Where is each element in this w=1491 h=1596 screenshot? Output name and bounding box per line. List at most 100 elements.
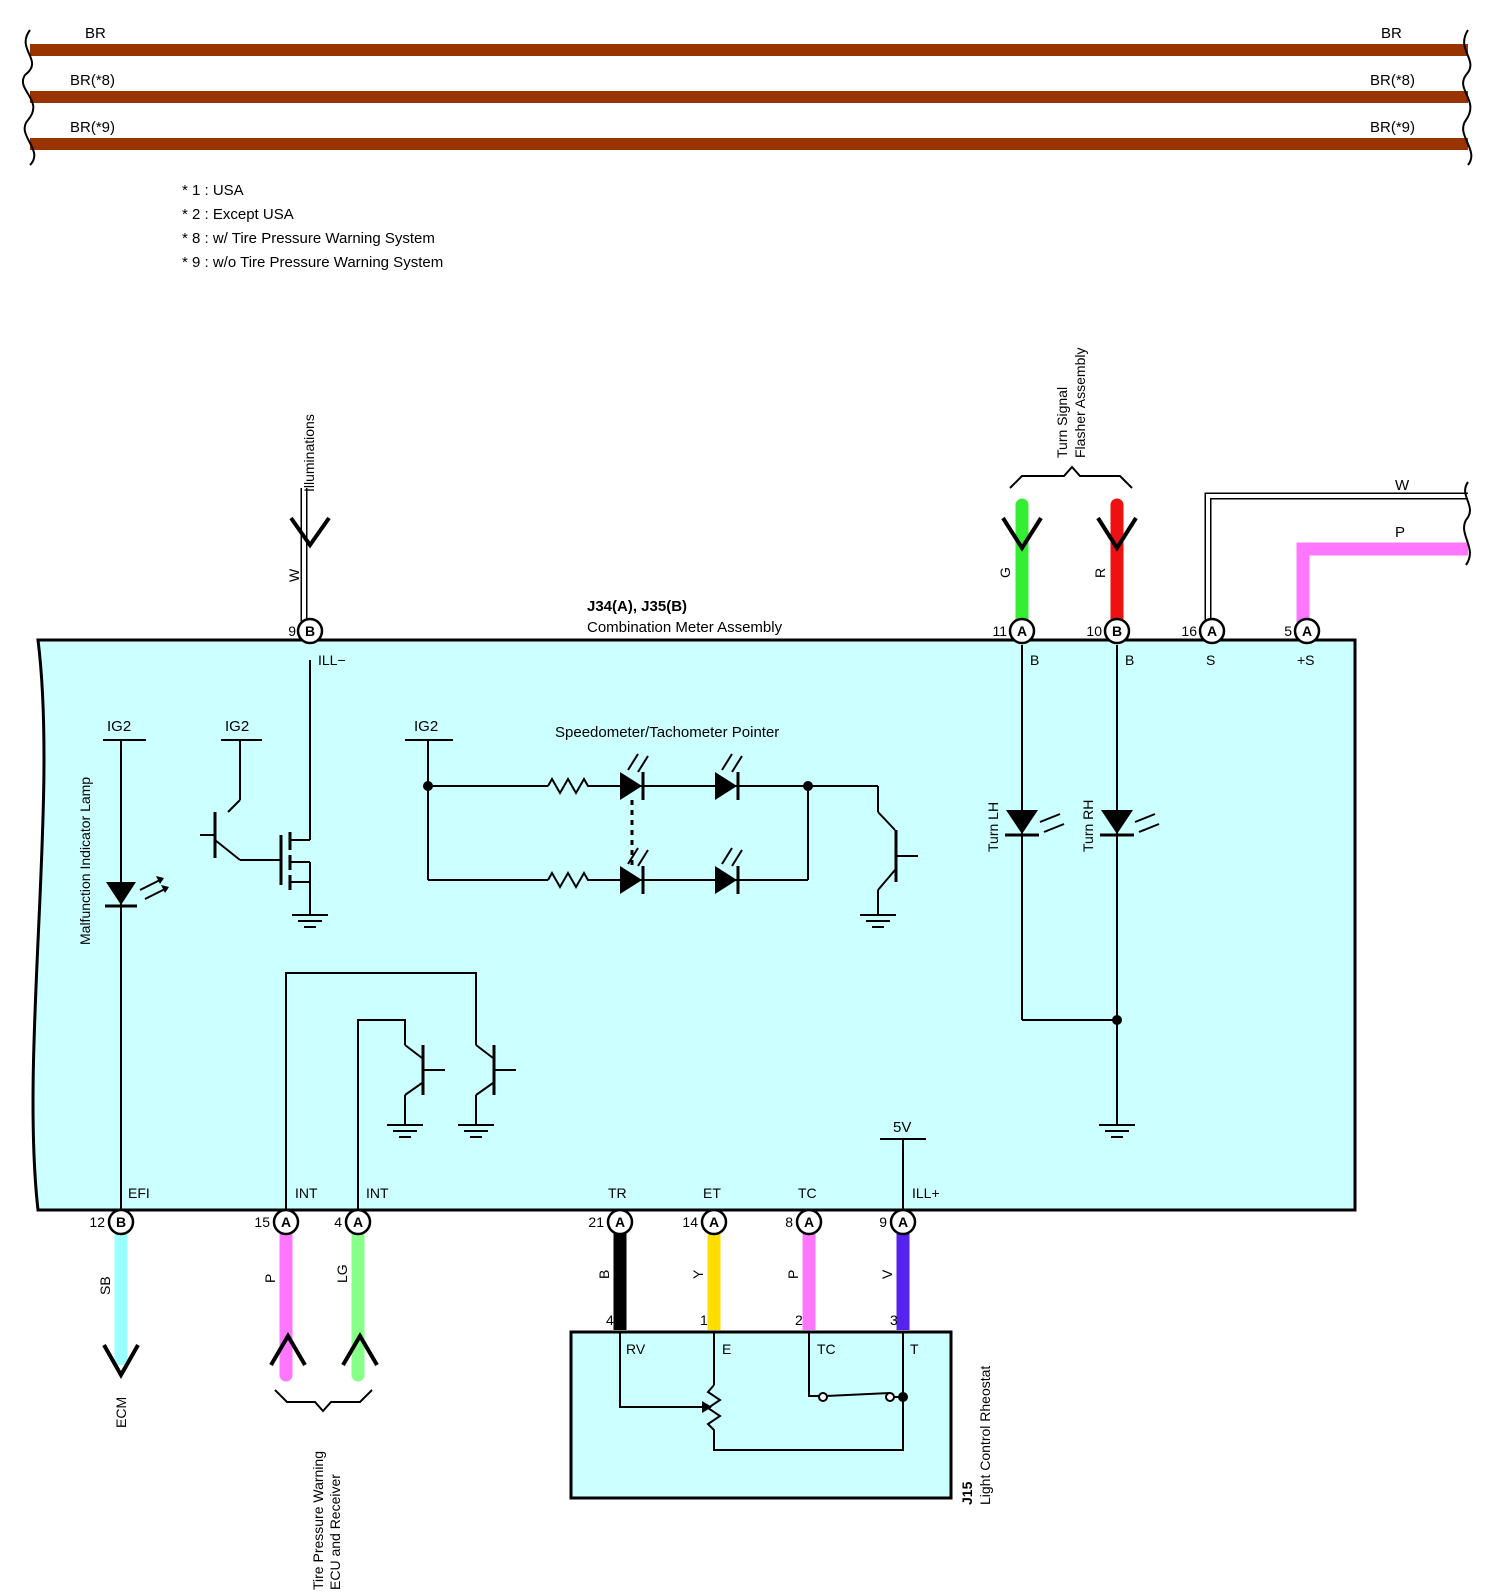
dest-tpws-2: ECU and Receiver <box>327 1474 343 1590</box>
bottom-pin-tr: A 21 TR <box>588 1185 634 1236</box>
illuminations-arrow-icon <box>289 516 331 549</box>
pin-number: 4 <box>334 1214 342 1230</box>
pin-number: 10 <box>1086 623 1102 639</box>
pin-number: 11 <box>992 623 1007 639</box>
dest-tpws-1: Tire Pressure Warning <box>310 1451 326 1590</box>
pointer-led-3-icon <box>620 847 649 894</box>
dest-turn-signal-1: Turn Signal <box>1054 387 1070 458</box>
pin-conn: B <box>1112 623 1122 639</box>
pin-term: B <box>1030 652 1039 668</box>
combination-meter-body <box>31 638 1357 1212</box>
turn-lh-label: Turn LH <box>985 802 1001 852</box>
turn-rh-label: Turn RH <box>1080 800 1096 852</box>
wire-break-right <box>1463 481 1471 566</box>
rheostat-name: Light Control Rheostat <box>977 1366 993 1505</box>
wire-color-w-s: W <box>1395 477 1410 494</box>
turn-rh-led-icon <box>1100 810 1160 837</box>
pin-term: S <box>1206 652 1215 668</box>
ig2-label-mil: IG2 <box>107 718 131 735</box>
wire-color-v: V <box>879 1269 895 1279</box>
wire-color-p-tc: P <box>785 1270 801 1279</box>
pin-conn: A <box>1207 623 1217 639</box>
turn-signal-brace <box>1009 465 1133 489</box>
pin-conn: A <box>1017 623 1027 639</box>
pin-conn: A <box>353 1214 363 1230</box>
wire-color-w-top: W <box>286 568 302 582</box>
pin-conn: A <box>709 1214 719 1230</box>
bottom-pin-tc: A 8 TC <box>785 1185 823 1236</box>
top-pin-s: A 16 S <box>1181 617 1226 668</box>
dest-ecm: ECM <box>113 1397 129 1428</box>
bottom-pin-int-p: A 15 INT <box>254 1185 318 1236</box>
harness-label-right-2: BR(*8) <box>1370 72 1415 89</box>
pin-conn: A <box>281 1214 291 1230</box>
top-pin-ill-minus: B 9 ILL− <box>288 617 346 668</box>
wire-color-r: R <box>1092 568 1108 578</box>
harness-break-right <box>1462 29 1473 166</box>
rheostat-term-t: T <box>910 1341 919 1357</box>
pin-conn: A <box>804 1214 814 1230</box>
dest-turn-signal-2: Flasher Assembly <box>1072 348 1088 458</box>
pin-number: 9 <box>288 623 296 639</box>
rheostat-pin-1: 1 <box>700 1312 708 1328</box>
pin-term: +S <box>1297 652 1315 668</box>
note-8: * 8 : w/ Tire Pressure Warning System <box>182 230 435 247</box>
wire-color-p-s: P <box>1395 524 1405 541</box>
pin-number: 5 <box>1284 623 1292 639</box>
pin-number: 16 <box>1181 623 1197 639</box>
pin-term: B <box>1125 652 1134 668</box>
rheostat-pin-2: 2 <box>795 1312 803 1328</box>
rheostat-term-tc: TC <box>817 1341 836 1357</box>
meter-connector-id: J34(A), J35(B) <box>587 598 687 615</box>
pin-conn: A <box>898 1214 908 1230</box>
wire-color-g: G <box>997 567 1013 578</box>
top-pin-plus-s: A 5 +S <box>1284 617 1321 668</box>
pointer-led-1-icon <box>620 753 649 800</box>
pin-term: ILL− <box>318 652 346 668</box>
rheostat-id: J15 <box>959 1481 975 1505</box>
five-v-label: 5V <box>893 1119 911 1136</box>
ig2-label-ill: IG2 <box>225 718 249 735</box>
pointer-label: Speedometer/Tachometer Pointer <box>555 724 779 741</box>
rheostat-term-rv: RV <box>626 1341 646 1357</box>
pin-number: 21 <box>588 1214 604 1230</box>
wire-color-sb: SB <box>97 1276 113 1295</box>
turn-lh-led-icon <box>1005 810 1065 837</box>
tpws-arrow-2-icon <box>341 1332 379 1367</box>
harness-wires: BR BR(*8) BR(*9) BR BR(*8) BR(*9) <box>22 25 1473 166</box>
wire-color-lg: LG <box>334 1264 350 1283</box>
pin-term: TC <box>798 1185 817 1201</box>
wire-color-y: Y <box>690 1269 706 1279</box>
pin-number: 8 <box>785 1214 793 1230</box>
note-1: * 1 : USA <box>182 182 244 199</box>
pin-number: 9 <box>879 1214 887 1230</box>
pin-term: EFI <box>128 1185 150 1201</box>
rheostat-body <box>569 1330 953 1500</box>
harness-break-left <box>22 29 36 166</box>
wire-color-b: B <box>596 1270 612 1279</box>
mil-label: Malfunction Indicator Lamp <box>77 777 93 945</box>
internal-circuit <box>103 645 1118 1212</box>
pointer-led-2-icon <box>715 753 743 800</box>
rheostat-pin-3: 3 <box>890 1312 898 1328</box>
bottom-pin-efi: B 12 EFI <box>89 1185 150 1236</box>
pin-number: 12 <box>89 1214 105 1230</box>
note-9: * 9 : w/o Tire Pressure Warning System <box>182 254 443 271</box>
note-2: * 2 : Except USA <box>182 206 294 223</box>
ecm-arrow-icon <box>102 1344 140 1380</box>
meter-name: Combination Meter Assembly <box>587 619 783 636</box>
wire-white-s <box>1206 494 1468 622</box>
top-pin-b-rh: B 10 B <box>1086 617 1134 668</box>
harness-label-right-1: BR <box>1381 25 1402 42</box>
pin-conn: B <box>305 623 315 639</box>
rheostat-circuit <box>619 1332 904 1451</box>
top-pin-b-lh: A 11 B <box>992 617 1039 668</box>
pin-conn: B <box>116 1214 126 1230</box>
pin-number: 14 <box>682 1214 698 1230</box>
pin-term: ET <box>703 1185 721 1201</box>
wire-color-p-int: P <box>262 1274 278 1283</box>
dest-illuminations: Illuminations <box>301 414 317 492</box>
wire-pink-plus-s <box>1296 542 1468 622</box>
bottom-pin-ill-plus: A 9 ILL+ <box>879 1185 940 1236</box>
